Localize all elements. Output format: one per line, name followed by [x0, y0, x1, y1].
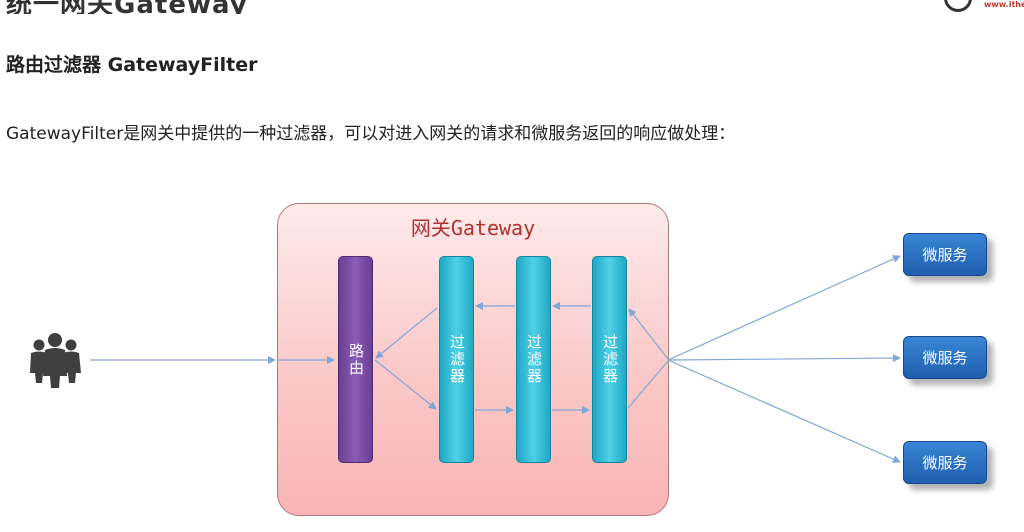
users-group-icon: [30, 333, 81, 388]
circle-logo-icon: [944, 0, 972, 12]
logo-url: www.itheima: [984, 0, 1024, 9]
microservice-box-2: 微服务: [903, 336, 987, 379]
section-description: GatewayFilter是网关中提供的一种过滤器，可以对进入网关的请求和微服务…: [6, 124, 736, 144]
arrow-hub-to-service-3: [667, 359, 901, 463]
arrow-hub-to-service-2: [667, 354, 901, 363]
microservice-box-1: 微服务: [903, 233, 987, 276]
filter-pillar-2: 过滤器: [516, 256, 551, 463]
filter-pillar-3: 过滤器: [592, 256, 627, 463]
route-pillar: 路由: [338, 256, 373, 463]
filter-pillar-1: 过滤器: [439, 256, 474, 463]
top-header: 统一网关Gateway www.itheima: [0, 0, 1024, 14]
page-title: 统一网关Gateway: [6, 0, 248, 14]
arrow-hub-to-service-1: [667, 255, 901, 361]
section-title: 路由过滤器 GatewayFilter: [6, 54, 258, 76]
gateway-label: 网关Gateway: [410, 216, 536, 240]
microservice-box-3: 微服务: [903, 441, 987, 484]
